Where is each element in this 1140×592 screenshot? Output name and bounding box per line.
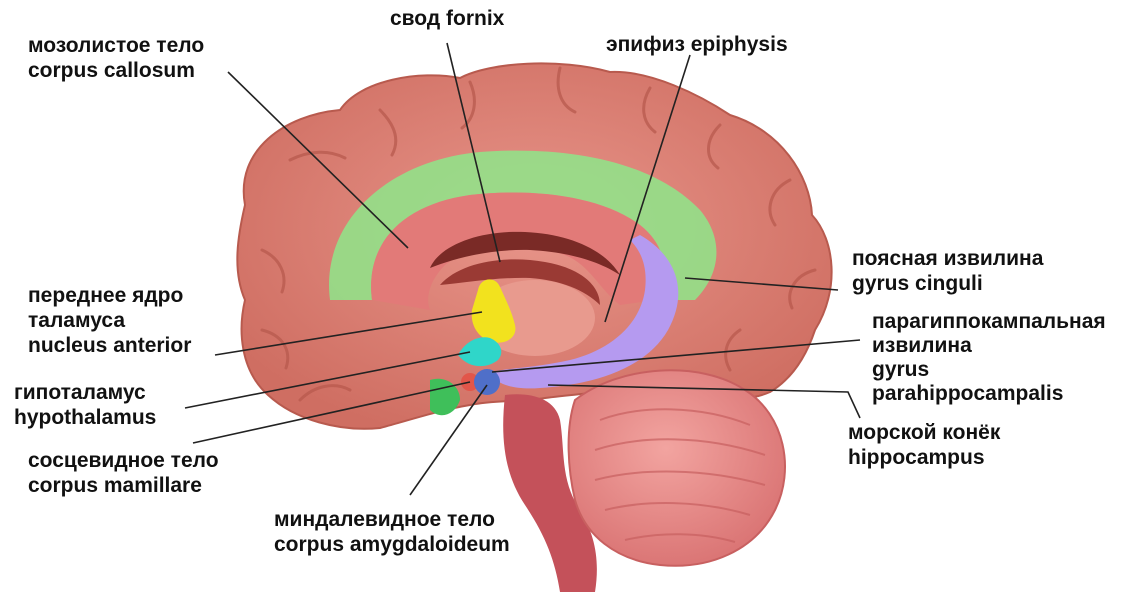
label-corpus-callosum: мозолистое тело corpus callosum [28,33,204,83]
label-hippocampus: морской конёк hippocampus [848,420,1000,470]
label-hypothalamus: гипоталамус hypothalamus [14,380,156,430]
label-parahippocampal: парагиппокампальная извилина gyrus parah… [872,310,1106,406]
label-gyrus-cinguli: поясная извилина gyrus cinguli [852,246,1043,296]
cerebellum [569,370,785,565]
label-epiphysis: эпифиз epiphysis [606,32,788,57]
amygdala-body [474,369,500,395]
label-mammillary: сосцевидное тело corpus mamillare [28,448,219,498]
label-amygdala: миндалевидное тело corpus amygdaloideum [274,507,510,557]
label-nucleus-anterior: переднее ядро таламуса nucleus anterior [28,283,191,358]
label-fornix: свод fornix [390,6,504,31]
